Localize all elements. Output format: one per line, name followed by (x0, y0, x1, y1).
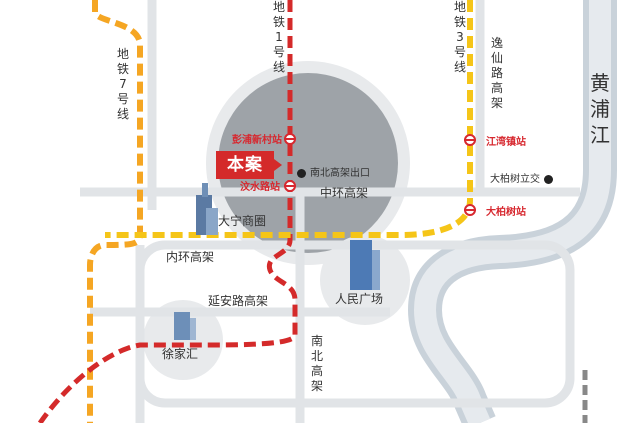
xujiahui-label: 徐家汇 (162, 347, 199, 361)
neihuan-road-label: 内环高架 (166, 250, 215, 264)
river-label: 黄浦江 (590, 71, 610, 147)
metro-station-icon (464, 134, 476, 146)
metro-line-7-label: 地铁7号线 (116, 47, 129, 121)
metro-line-3 (105, 0, 473, 238)
metro-station-icon (284, 133, 296, 145)
interchange-dot-icon (544, 175, 553, 184)
daning-building-icon (196, 183, 218, 235)
yanan-road-label: 延安路高架 (208, 294, 269, 308)
nanbei-road-label: 南北高架 (310, 334, 323, 393)
peoples-square-label: 人民广场 (335, 292, 384, 306)
elevated-roads (80, 0, 580, 423)
peoples-square-building-icon (350, 240, 380, 290)
nanbei-exit-dot-icon (297, 169, 306, 178)
metro-line-7 (87, 0, 143, 423)
metro-line-1-label: 地铁1号线 (272, 0, 285, 74)
xujiahui-building-icon (174, 312, 196, 340)
metro-station-icon (284, 180, 296, 192)
project-marker[interactable]: 本案 (216, 151, 282, 179)
zhonghuan-road-label: 中环高架 (320, 186, 369, 200)
metro-station-icon (464, 204, 476, 216)
station-pengpu[interactable]: 彭浦新村站 (232, 135, 282, 146)
nanbei-exit-label: 南北高架出口 (310, 168, 370, 179)
metro-line-1 (37, 0, 298, 423)
station-dabaishu[interactable]: 大柏树站 (486, 207, 526, 218)
interchange-label: 大柏树立交 (490, 174, 540, 185)
station-wenshui[interactable]: 汶水路站 (240, 182, 280, 193)
daning-label: 大宁商圈 (218, 214, 267, 228)
metro-line-3-label: 地铁3号线 (453, 0, 466, 74)
yixian-road-label: 逸仙路高架 (490, 36, 503, 110)
station-jiangwan[interactable]: 江湾镇站 (486, 137, 526, 148)
